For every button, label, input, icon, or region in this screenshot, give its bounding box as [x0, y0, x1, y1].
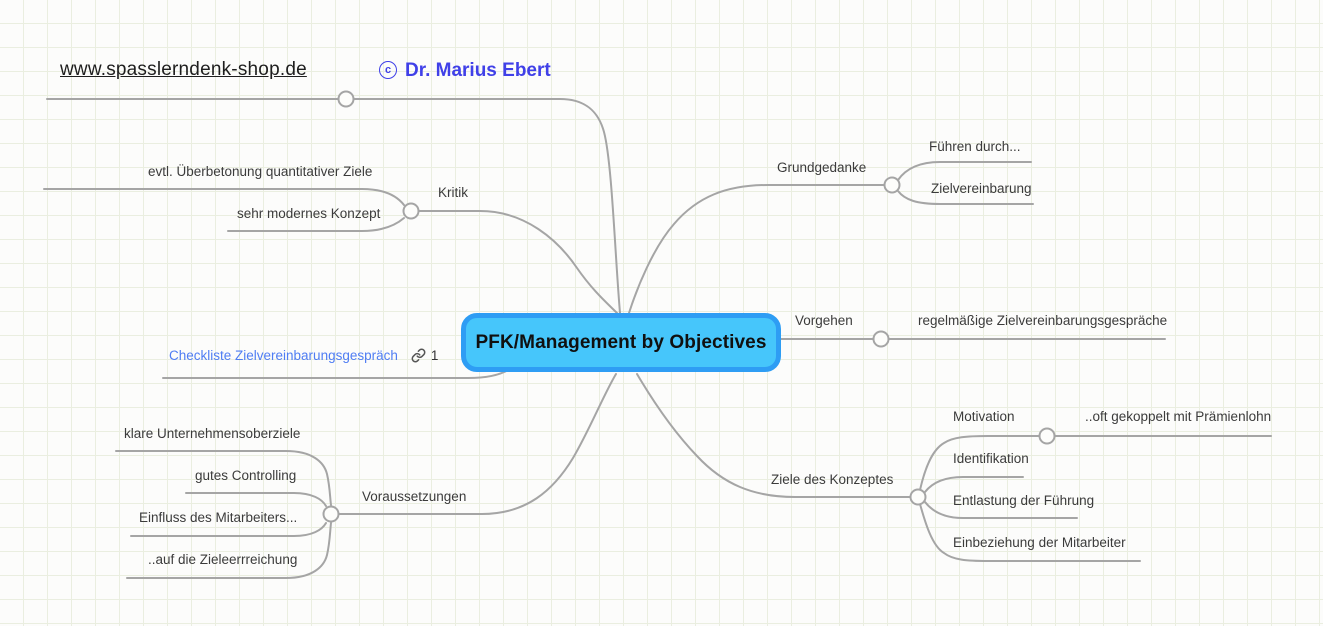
topic-sehr-modernes-konzept[interactable]: sehr modernes Konzept — [237, 206, 381, 221]
branch-line-grundgedanke — [628, 184, 885, 314]
topic-regelmaessige-gespraeche[interactable]: regelmäßige Zielvereinbarungsgespräche — [918, 313, 1168, 328]
topic-auf-die-zieleerrreichung[interactable]: ..auf die Zieleerrreichung — [148, 552, 298, 567]
branch-line-ziele — [636, 373, 911, 498]
branch-line-ziele-item3 — [924, 501, 1078, 519]
topic-grundgedanke[interactable]: Grundgedanke — [777, 160, 867, 175]
topic-ziele-des-konzeptes[interactable]: Ziele des Konzeptes — [771, 472, 894, 487]
topic-motivation[interactable]: Motivation — [953, 409, 1015, 424]
branch-line-ziele-item1 — [919, 435, 1040, 491]
topic-gutes-controlling[interactable]: gutes Controlling — [195, 468, 297, 483]
branch-line-checkliste — [162, 368, 511, 379]
branch-line-grundgedanke-item1 — [897, 161, 1032, 181]
topic-oft-gekoppelt-praemienlohn[interactable]: ..oft gekoppelt mit Prämienlohn — [1085, 409, 1272, 424]
topic-identifikation[interactable]: Identifikation — [953, 451, 1029, 466]
checkliste-link[interactable]: Checkliste Zielvereinbarungsgespräch — [169, 348, 398, 363]
branch-line-kritik-item1 — [43, 188, 405, 206]
topic-kritik[interactable]: Kritik — [438, 185, 468, 200]
handle-motivation[interactable] — [1038, 427, 1056, 445]
branch-line-kritik-item2 — [227, 217, 405, 232]
topic-klare-unternehmensoberziele[interactable]: klare Unternehmensoberziele — [124, 426, 301, 441]
attachment-meta[interactable]: 1 — [411, 347, 439, 364]
copyright-icon: c — [379, 61, 397, 79]
author-name: Dr. Marius Ebert — [405, 59, 551, 81]
author-topic[interactable]: c Dr. Marius Ebert — [379, 59, 551, 81]
branch-line-ziele-item2 — [924, 476, 1024, 493]
handle-vorgehen[interactable] — [872, 330, 890, 348]
handle-ziele[interactable] — [909, 488, 927, 506]
topic-entlastung-der-fuehrung[interactable]: Entlastung der Führung — [953, 493, 1095, 508]
branch-line-grundgedanke-item2 — [897, 190, 1034, 205]
link-icon — [411, 348, 426, 363]
branch-line-kritik — [418, 210, 619, 315]
branch-line-voraussetzungen-item2 — [185, 492, 327, 507]
topic-voraussetzungen[interactable]: Voraussetzungen — [362, 489, 467, 504]
topic-einfluss-des-mitarbeiters[interactable]: Einfluss des Mitarbeiters... — [139, 510, 298, 525]
handle-grundgedanke[interactable] — [883, 176, 901, 194]
handle-voraussetzungen[interactable] — [322, 505, 340, 523]
handle-kritik[interactable] — [402, 202, 420, 220]
branch-line-ziele-item4 — [919, 503, 1141, 562]
topic-fuehren-durch[interactable]: Führen durch... — [929, 139, 1021, 154]
topic-checkliste[interactable]: Checkliste Zielvereinbarungsgespräch 1 — [169, 347, 438, 364]
branch-line-website — [46, 98, 621, 314]
root-topic[interactable]: PFK/Management by Objectives — [461, 313, 781, 372]
topic-einbeziehung-der-mitarbeiter[interactable]: Einbeziehung der Mitarbeiter — [953, 535, 1126, 550]
topic-zielvereinbarung[interactable]: Zielvereinbarung — [931, 181, 1032, 196]
branch-line-voraussetzungen-item3 — [130, 522, 327, 537]
branch-line-voraussetzungen — [338, 373, 617, 515]
branch-line-voraussetzungen-item4 — [126, 522, 332, 579]
topic-evtl-ueberbetonung[interactable]: evtl. Überbetonung quantitativer Ziele — [148, 164, 373, 179]
attachment-count: 1 — [430, 348, 439, 363]
branch-line-voraussetzungen-item1 — [115, 450, 332, 506]
topic-vorgehen[interactable]: Vorgehen — [795, 313, 853, 328]
website-link[interactable]: www.spasslerndenk-shop.de — [60, 59, 307, 80]
handle-website-branch[interactable] — [337, 90, 355, 108]
